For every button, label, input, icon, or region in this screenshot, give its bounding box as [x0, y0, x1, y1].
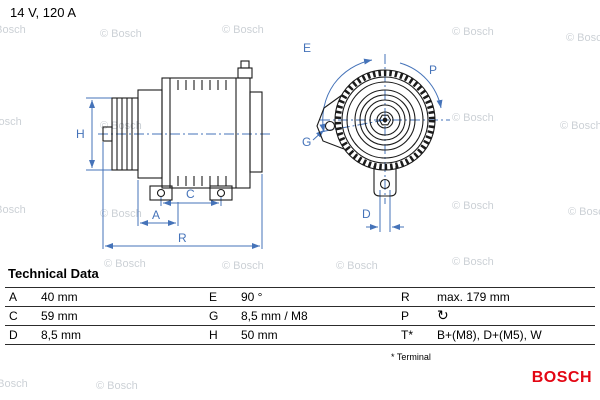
watermark-text: © Bosch	[0, 204, 26, 216]
watermark-text: © Bosch	[0, 378, 28, 390]
bosch-logo: BOSCH	[531, 369, 592, 386]
dimension-label-d: D	[362, 207, 371, 221]
watermark-text: © Bosch	[96, 380, 138, 392]
table-row: C 59 mm G 8,5 mm / M8 P ↻	[5, 306, 595, 326]
alternator-front-view	[316, 69, 436, 197]
spec-value: 40 mm	[41, 290, 78, 304]
spec-value: 59 mm	[41, 309, 78, 323]
watermark-text: © Bosch	[222, 260, 264, 272]
spec-value: 50 mm	[241, 328, 278, 342]
spec-value: 90 °	[241, 290, 263, 304]
watermark-text: © Bosch	[0, 24, 26, 36]
watermark-text: © Bosch	[104, 258, 146, 270]
spec-value: B+(M8), D+(M5), W	[437, 328, 542, 342]
dimension-label-e: E	[303, 41, 311, 55]
spec-value: 8,5 mm	[41, 328, 82, 342]
spec-key: A	[9, 290, 18, 304]
watermark-text: © Bosch	[100, 120, 142, 132]
rotation-direction-icon: ↻	[437, 308, 449, 324]
product-spec-title: 14 V, 120 A	[10, 5, 77, 20]
spec-key: H	[209, 328, 218, 342]
dimension-label-h: H	[76, 127, 85, 141]
watermark-text: © Bosch	[100, 28, 142, 40]
dimension-label-r: R	[178, 231, 187, 245]
watermark-text: © Bosch	[222, 24, 264, 36]
spec-key: E	[209, 290, 218, 304]
watermark-text: © Bosch	[0, 116, 22, 128]
spec-key: P	[401, 309, 410, 323]
spec-key: C	[9, 309, 18, 323]
spec-value: 8,5 mm / M8	[241, 309, 308, 323]
watermark-text: © Bosch	[452, 26, 494, 38]
technical-data-table: A 40 mm E 90 ° R max. 179 mm C 59 mm G 8…	[5, 287, 595, 345]
spec-key: T*	[401, 328, 413, 342]
watermark-text: © Bosch	[336, 260, 378, 272]
dimension-label-c: C	[186, 187, 195, 201]
dimension-label-a: A	[152, 208, 160, 222]
watermark-text: © Bosch	[100, 208, 142, 220]
spec-value: max. 179 mm	[437, 290, 510, 304]
spec-key: D	[9, 328, 18, 342]
dimension-label-p: P	[429, 63, 437, 77]
alternator-side-view	[102, 60, 263, 201]
watermark-text: © Bosch	[452, 200, 494, 212]
technical-data-heading: Technical Data	[8, 266, 99, 281]
technical-drawing: H A C R E P G D	[76, 41, 450, 249]
watermark-text: © Bosch	[452, 256, 494, 268]
terminal-footnote: * Terminal	[391, 352, 431, 362]
watermark-text: © Bosch	[566, 32, 600, 44]
watermark-text: © Bosch	[560, 120, 600, 132]
table-row: A 40 mm E 90 ° R max. 179 mm	[5, 287, 595, 307]
table-row: D 8,5 mm H 50 mm T* B+(M8), D+(M5), W	[5, 325, 595, 345]
dimension-label-g: G	[302, 135, 311, 149]
spec-key: R	[401, 290, 410, 304]
watermark-text: © Bosch	[568, 206, 600, 218]
dimension-labels: H A C R E P G D	[76, 41, 437, 245]
spec-key: G	[209, 309, 219, 323]
watermark-text: © Bosch	[452, 112, 494, 124]
